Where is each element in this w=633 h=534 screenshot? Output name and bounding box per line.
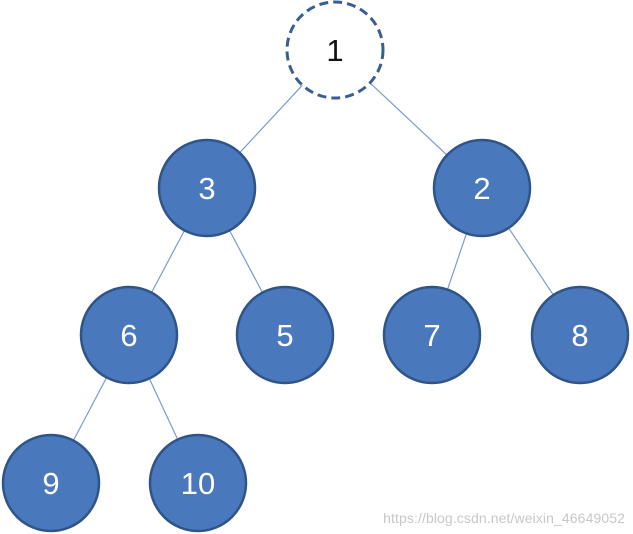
tree-node-6: 6 xyxy=(79,285,179,385)
node-circle-1 xyxy=(285,0,385,100)
tree-node-9: 9 xyxy=(1,433,101,533)
node-label-3: 3 xyxy=(198,171,215,206)
node-label-2: 2 xyxy=(473,171,490,206)
tree-node-5: 5 xyxy=(235,285,335,385)
node-circle-2 xyxy=(432,138,532,238)
tree-node-1: 1 xyxy=(285,0,385,100)
node-label-5: 5 xyxy=(276,318,293,353)
edge-1-to-2 xyxy=(369,82,448,156)
edge-2-to-7 xyxy=(446,233,468,290)
watermark-url: https://blog.csdn.net/weixin_46649052 xyxy=(383,510,625,526)
edge-6-to-10 xyxy=(148,378,179,440)
node-label-10: 10 xyxy=(181,466,215,501)
edge-3-to-5 xyxy=(228,230,264,293)
edge-1-to-3 xyxy=(239,84,303,154)
node-circle-5 xyxy=(235,285,335,385)
node-circle-8 xyxy=(530,285,630,385)
tree-node-2: 2 xyxy=(432,138,532,238)
node-label-6: 6 xyxy=(120,318,137,353)
node-circle-10 xyxy=(148,433,248,533)
tree-node-10: 10 xyxy=(148,433,248,533)
node-label-7: 7 xyxy=(423,318,440,353)
node-label-1: 1 xyxy=(326,33,343,68)
tree-node-8: 8 xyxy=(530,285,630,385)
edges-layer xyxy=(72,82,554,441)
edge-6-to-9 xyxy=(72,377,108,441)
node-circle-6 xyxy=(79,285,179,385)
node-circle-3 xyxy=(157,138,257,238)
edge-3-to-6 xyxy=(150,230,186,293)
tree-node-7: 7 xyxy=(382,285,482,385)
tree-node-3: 3 xyxy=(157,138,257,238)
node-circle-7 xyxy=(382,285,482,385)
node-label-8: 8 xyxy=(571,318,588,353)
node-label-9: 9 xyxy=(42,466,59,501)
edge-2-to-8 xyxy=(508,227,554,296)
node-circle-9 xyxy=(1,433,101,533)
